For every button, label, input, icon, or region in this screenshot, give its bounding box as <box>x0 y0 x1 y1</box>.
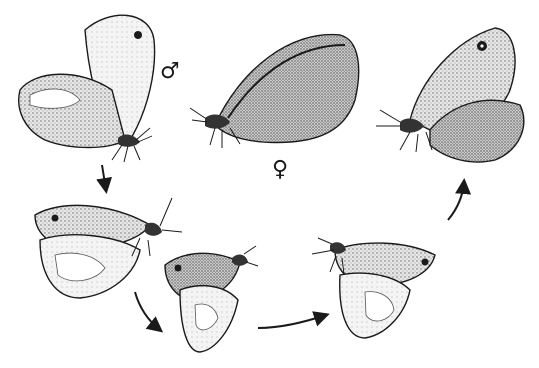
arrow-male-to-step1 <box>102 165 106 190</box>
courtship-step-1 <box>35 198 182 298</box>
female-symbol: ♀ <box>272 157 288 182</box>
male-symbol: ♂ <box>160 59 180 84</box>
male-butterfly <box>19 15 155 162</box>
female-butterfly <box>190 35 359 148</box>
arrow-step1-to-step2 <box>135 292 160 330</box>
arrow-step2-to-step3 <box>258 315 326 328</box>
courtship-step-2 <box>165 246 258 352</box>
arrow-step3-to-step4 <box>448 182 464 220</box>
courtship-step-3 <box>312 238 435 338</box>
courtship-step-4 <box>376 28 524 162</box>
